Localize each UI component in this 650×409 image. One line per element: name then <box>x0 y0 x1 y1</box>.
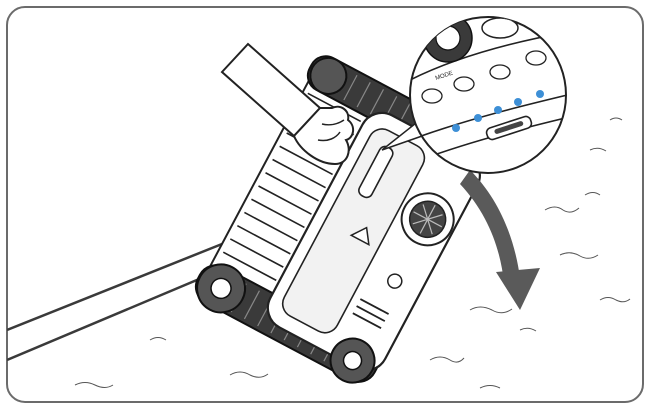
indicator-led <box>452 124 460 132</box>
indicator-led <box>494 106 502 114</box>
indicator-led <box>474 114 482 122</box>
indicator-led <box>536 90 544 98</box>
indicator-led <box>514 98 522 106</box>
